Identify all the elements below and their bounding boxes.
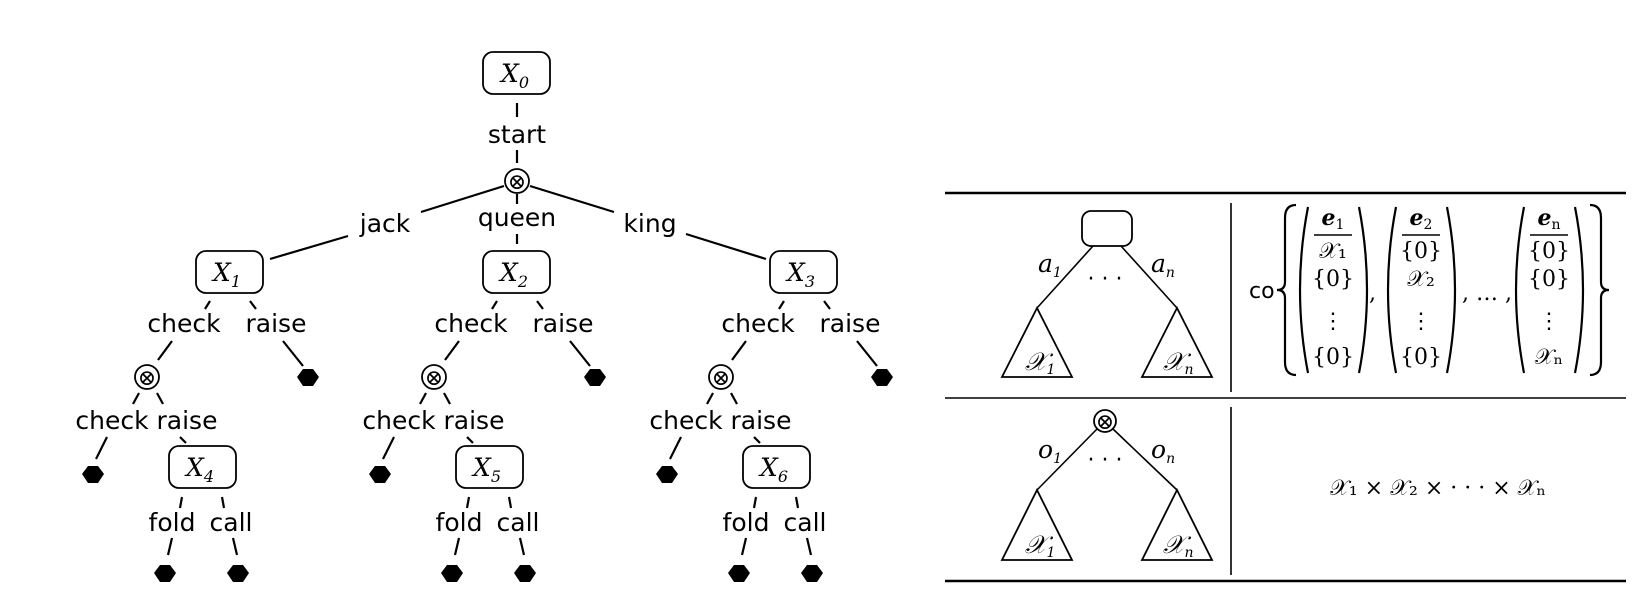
node-x1-label: X1 (211, 258, 241, 291)
row1-decision-tree: a1 an · · · 𝒳1 𝒳n (1000, 210, 1214, 378)
node-x3-box (769, 250, 838, 294)
svg-text:X2: X2 (498, 258, 528, 291)
svg-text:X3: X3 (785, 258, 815, 291)
root-node-box (482, 51, 551, 95)
svg-text:fold: fold (436, 508, 483, 537)
svg-text:fold: fold (723, 508, 770, 537)
svg-text:call: call (210, 508, 253, 537)
branch-jack: X1 check raise ⊗ check raise X4 fold cal… (75, 250, 319, 582)
svg-text:call: call (497, 508, 540, 537)
svg-text:check: check (434, 309, 508, 338)
svg-text:⊗: ⊗ (425, 366, 443, 391)
svg-text:raise: raise (157, 406, 218, 435)
start-edge-label: start (488, 120, 546, 149)
svg-text:en: en (1537, 205, 1560, 233)
edge-label-jack: jack (359, 209, 411, 238)
node-x4-box (168, 445, 237, 489)
svg-text:check: check (721, 309, 795, 338)
svg-text:· · ·: · · · (1088, 448, 1123, 473)
svg-text:⊗: ⊗ (1096, 410, 1114, 435)
svg-text:check: check (147, 309, 221, 338)
svg-text:⊗: ⊗ (508, 170, 526, 195)
svg-text:raise: raise (533, 309, 594, 338)
svg-text:· · ·: · · · (1088, 267, 1123, 292)
svg-text:check: check (75, 406, 149, 435)
svg-text:X6: X6 (758, 453, 788, 486)
svg-text:a1: a1 (1038, 249, 1062, 281)
branch-queen: X2 check raise ⊗ check raise X5 fold cal… (362, 250, 606, 582)
svg-text:X4: X4 (184, 453, 214, 486)
svg-text:raise: raise (246, 309, 307, 338)
svg-text:raise: raise (444, 406, 505, 435)
svg-text:{0}: {0} (1528, 239, 1570, 264)
svg-text:{0}: {0} (1400, 345, 1442, 370)
svg-text:, … ,: , … , (1462, 281, 1512, 306)
svg-text:⊗: ⊗ (712, 366, 730, 391)
svg-text:raise: raise (731, 406, 792, 435)
svg-text:{0}: {0} (1312, 267, 1354, 292)
svg-text:𝒳ₙ: 𝒳ₙ (1535, 345, 1563, 370)
row2-product-formula: 𝒳₁ × 𝒳₂ × · · · × 𝒳ₙ (1330, 476, 1546, 501)
svg-text:,: , (1369, 281, 1376, 306)
svg-text:e1: e1 (1322, 205, 1345, 233)
node-x2-box (482, 250, 551, 294)
leaf-terminal (297, 369, 319, 386)
row2-chance-tree: ⊗ o1 on · · · 𝒳1 𝒳n (1000, 409, 1214, 561)
row1-convex-hull-formula: co e1 𝒳₁ {0} ⋮ {0} , e2 {0} 𝒳₂ ⋮ {0} , … (1249, 203, 1610, 377)
edge-label-queen: queen (478, 203, 556, 232)
svg-text:on: on (1151, 435, 1175, 467)
svg-text:call: call (784, 508, 827, 537)
node-x5-box (455, 445, 524, 489)
svg-text:⋮: ⋮ (1538, 309, 1560, 334)
svg-text:fold: fold (149, 508, 196, 537)
svg-text:an: an (1151, 249, 1175, 281)
edge-label-king: king (623, 209, 676, 238)
svg-text:⋮: ⋮ (1410, 309, 1432, 334)
root-chance-node (504, 168, 530, 194)
node-x6-box (742, 445, 811, 489)
svg-text:𝒳₂: 𝒳₂ (1407, 267, 1435, 292)
rules-table: a1 an · · · 𝒳1 𝒳n co e1 𝒳₁ {0} ⋮ {0} , (945, 191, 1626, 583)
svg-text:check: check (362, 406, 436, 435)
svg-text:check: check (649, 406, 723, 435)
svg-text:⊗: ⊗ (138, 366, 156, 391)
svg-text:raise: raise (820, 309, 881, 338)
svg-text:⋮: ⋮ (1322, 309, 1344, 334)
svg-text:{0}: {0} (1312, 345, 1354, 370)
svg-text:e2: e2 (1410, 205, 1433, 233)
root-node-label: X0 (499, 59, 529, 92)
svg-text:X5: X5 (471, 453, 501, 486)
svg-text:co: co (1249, 279, 1275, 304)
svg-text:{0}: {0} (1400, 239, 1442, 264)
svg-text:𝒳₁: 𝒳₁ (1319, 239, 1347, 264)
svg-text:o1: o1 (1038, 435, 1062, 467)
svg-text:{0}: {0} (1528, 267, 1570, 292)
game-tree: X0 start ⊗ jack queen king X1 check rais… (75, 51, 893, 582)
branch-king: X3 check raise ⊗ check raise X6 fold cal… (649, 250, 893, 582)
node-x1-box (195, 250, 264, 294)
